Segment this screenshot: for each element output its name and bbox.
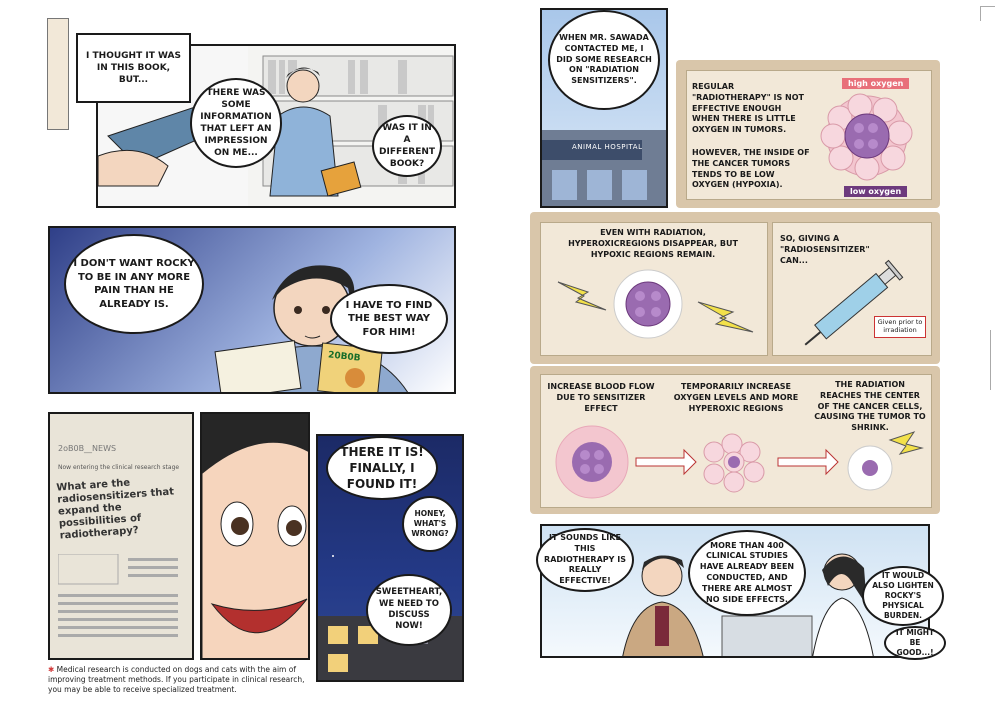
bubble-text: I THOUGHT IT WAS IN THIS BOOK, BUT...	[86, 50, 181, 86]
step-1-text: INCREASE BLOOD FLOW DUE TO SENSITIZER EF…	[547, 382, 655, 413]
radiosensitizer-text: SO, GIVING A "RADIOSENSITIZER" CAN...	[780, 234, 870, 265]
step-2-text: TEMPORARILY INCREASE OXYGEN LEVELS AND M…	[673, 382, 799, 413]
asterisk-icon: ✱	[48, 665, 57, 674]
speech-bubble: I DON'T WANT ROCKY TO BE IN ANY MORE PAI…	[64, 234, 204, 334]
bookshelf-art	[98, 46, 454, 206]
radiation-diagram	[557, 269, 754, 339]
tumor-diagram	[820, 93, 913, 181]
bubble-text: IT WOULD ALSO LIGHTEN ROCKY'S PHYSICAL B…	[872, 570, 934, 621]
news-subtitle: Now entering the clinical research stage	[58, 464, 180, 471]
panel-happy-face	[200, 412, 310, 660]
radiation-text: EVEN WITH RADIATION, HYPEROXICREGIONS DI…	[568, 228, 738, 259]
speech-bubble: WHEN MR. SAWADA CONTACTED ME, I DID SOME…	[548, 10, 660, 110]
bubble-text: HONEY, WHAT'S WRONG?	[411, 508, 449, 539]
crop-mark	[990, 330, 991, 390]
doctors-art	[622, 553, 874, 656]
steps-diagram	[555, 425, 924, 499]
speech-bubble: WAS IT IN A DIFFERENT BOOK?	[372, 115, 442, 177]
bubble-text: SWEETHEART, WE NEED TO DISCUSS NOW!	[375, 587, 443, 632]
speech-bubble: MORE THAN 400 CLINICAL STUDIES HAVE ALRE…	[688, 530, 806, 616]
speech-bubble: SWEETHEART, WE NEED TO DISCUSS NOW!	[366, 574, 452, 646]
crop-mark	[980, 6, 995, 21]
news-headline: What are the radiosensitizers that expan…	[56, 477, 175, 542]
speech-bubble-burst: THERE IT IS! FINALLY, I FOUND IT!	[326, 436, 438, 500]
panel-news-article: 2oB0B__NEWS Now entering the clinical re…	[48, 412, 194, 660]
syringe-note: Given prior to irradiation	[874, 316, 926, 338]
page-edge-tab	[47, 18, 69, 130]
bubble-text: MORE THAN 400 CLINICAL STUDIES HAVE ALRE…	[699, 540, 795, 604]
speech-bubble: IT MIGHT BE GOOD...!	[884, 626, 946, 660]
bubble-text: WHEN MR. SAWADA CONTACTED ME, I DID SOME…	[556, 33, 652, 86]
bubble-text: WAS IT IN A DIFFERENT BOOK?	[379, 122, 436, 170]
speech-bubble: THERE WAS SOME INFORMATION THAT LEFT AN …	[190, 78, 282, 168]
label-low-oxygen: low oxygen	[844, 186, 908, 197]
panel-bookshelf	[96, 44, 456, 208]
bubble-text: THERE WAS SOME INFORMATION THAT LEFT AN …	[200, 87, 272, 159]
hospital-sign: ANIMAL HOSPITAL	[572, 143, 643, 151]
speech-bubble: I THOUGHT IT WAS IN THIS BOOK, BUT...	[76, 33, 191, 103]
label-high-oxygen: high oxygen	[842, 78, 910, 89]
bubble-text: IT MIGHT BE GOOD...!	[895, 627, 935, 658]
happy-face-art	[202, 414, 308, 658]
bubble-text: I HAVE TO FIND THE BEST WAY FOR HIM!	[345, 299, 433, 338]
oxygen-text-2: HOWEVER, THE INSIDE OF THE CANCER TUMORS…	[692, 148, 810, 190]
speech-bubble: I HAVE TO FIND THE BEST WAY FOR HIM!	[330, 284, 448, 354]
news-header: 2oB0B__NEWS	[58, 444, 117, 453]
oxygen-text-1: REGULAR "RADIOTHERAPY" IS NOT EFFECTIVE …	[692, 82, 804, 135]
speech-bubble: IT SOUNDS LIKE THIS RADIOTHERAPY IS REAL…	[536, 528, 634, 592]
speech-bubble: IT WOULD ALSO LIGHTEN ROCKY'S PHYSICAL B…	[862, 566, 944, 626]
man-reading-art	[214, 265, 408, 392]
speech-bubble: HONEY, WHAT'S WRONG?	[402, 496, 458, 552]
step-3-text: THE RADIATION REACHES THE CENTER OF THE …	[814, 380, 926, 433]
footnote-text: Medical research is conducted on dogs an…	[48, 665, 305, 695]
news-text-lines	[58, 554, 178, 637]
bubble-text: I DON'T WANT ROCKY TO BE IN ANY MORE PAI…	[73, 258, 195, 310]
bubble-text: IT SOUNDS LIKE THIS RADIOTHERAPY IS REAL…	[544, 533, 626, 586]
footnote: ✱ Medical research is conducted on dogs …	[48, 665, 308, 695]
hospital-art	[542, 130, 666, 206]
bubble-text: THERE IT IS! FINALLY, I FOUND IT!	[340, 444, 424, 492]
syringe-icon	[804, 259, 904, 346]
